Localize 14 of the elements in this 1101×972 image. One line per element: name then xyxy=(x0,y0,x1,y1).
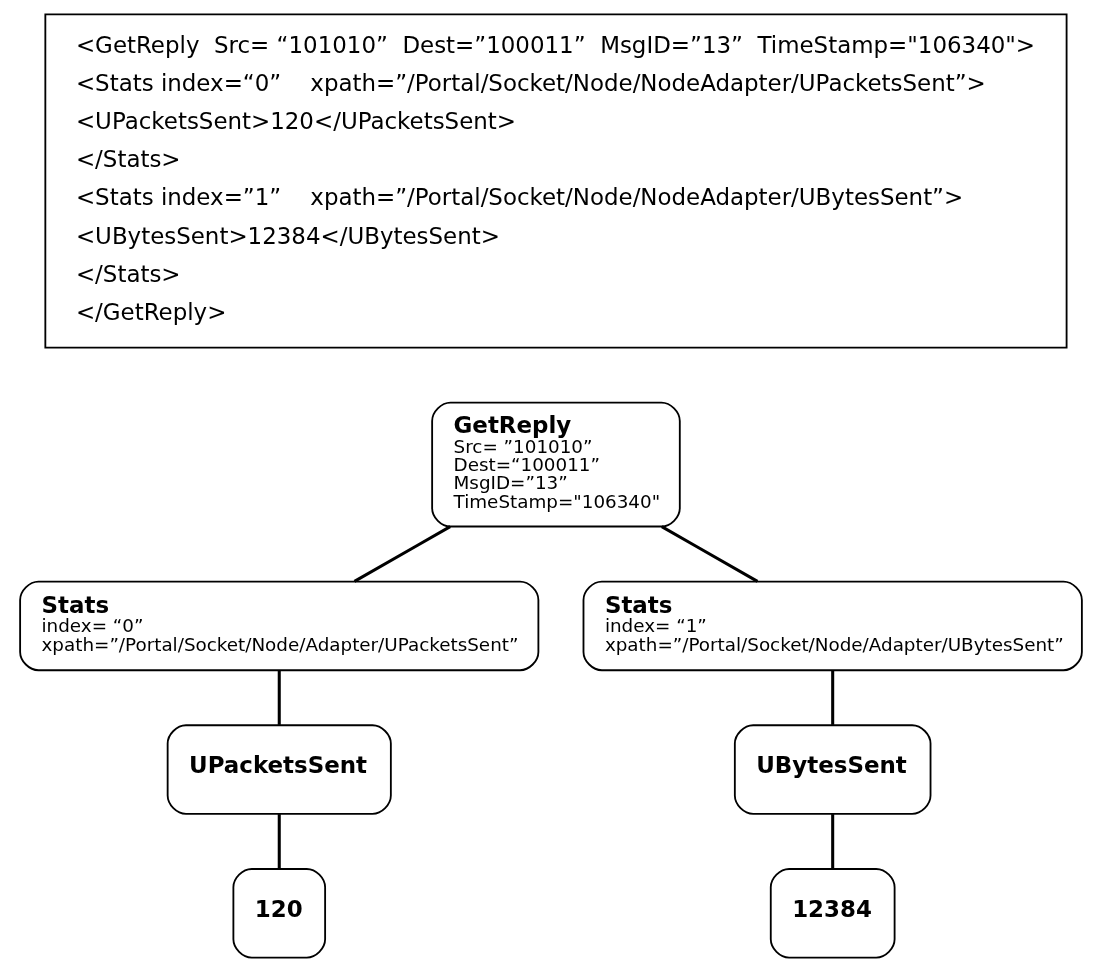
node-box: Stats index= “0” xpath=”/Portal/Socket/Node/Adapter/UPacketsSent” xyxy=(18,580,539,672)
connector xyxy=(830,814,834,869)
node-box: GetReply Src= ”101010” Dest=“100011” MsgID=”13” TimeStamp="106340" xyxy=(430,401,681,528)
node-box: <GetReply Src= “101010” Dest=”100011” MsgID=”13” TimeStamp="106340"> <Stats index=“0” xpath=”/Portal/Socket/Node/NodeAdapter/UPacketsSent”> <UPacketsSent>120</UPacketsSent> </Stats> <Stats index=”1” xpath=”/Portal/Socket/Node/NodeAdapter/UBytesSent”> <UBytesSent>12384</UBytesSent> </Stats> </GetReply> xyxy=(43,13,1067,349)
connector xyxy=(830,670,834,725)
node-box: 12384 xyxy=(769,868,895,959)
node-box: 120 xyxy=(231,868,326,959)
connector xyxy=(660,525,758,583)
connector xyxy=(353,525,451,583)
connector xyxy=(277,670,281,725)
node-box: UPacketsSent xyxy=(166,724,392,815)
node-box: Stats index= “1” xpath=”/Portal/Socket/Node/Adapter/UBytesSent” xyxy=(582,580,1083,672)
connector xyxy=(277,814,281,869)
node-box: UBytesSent xyxy=(733,724,931,815)
